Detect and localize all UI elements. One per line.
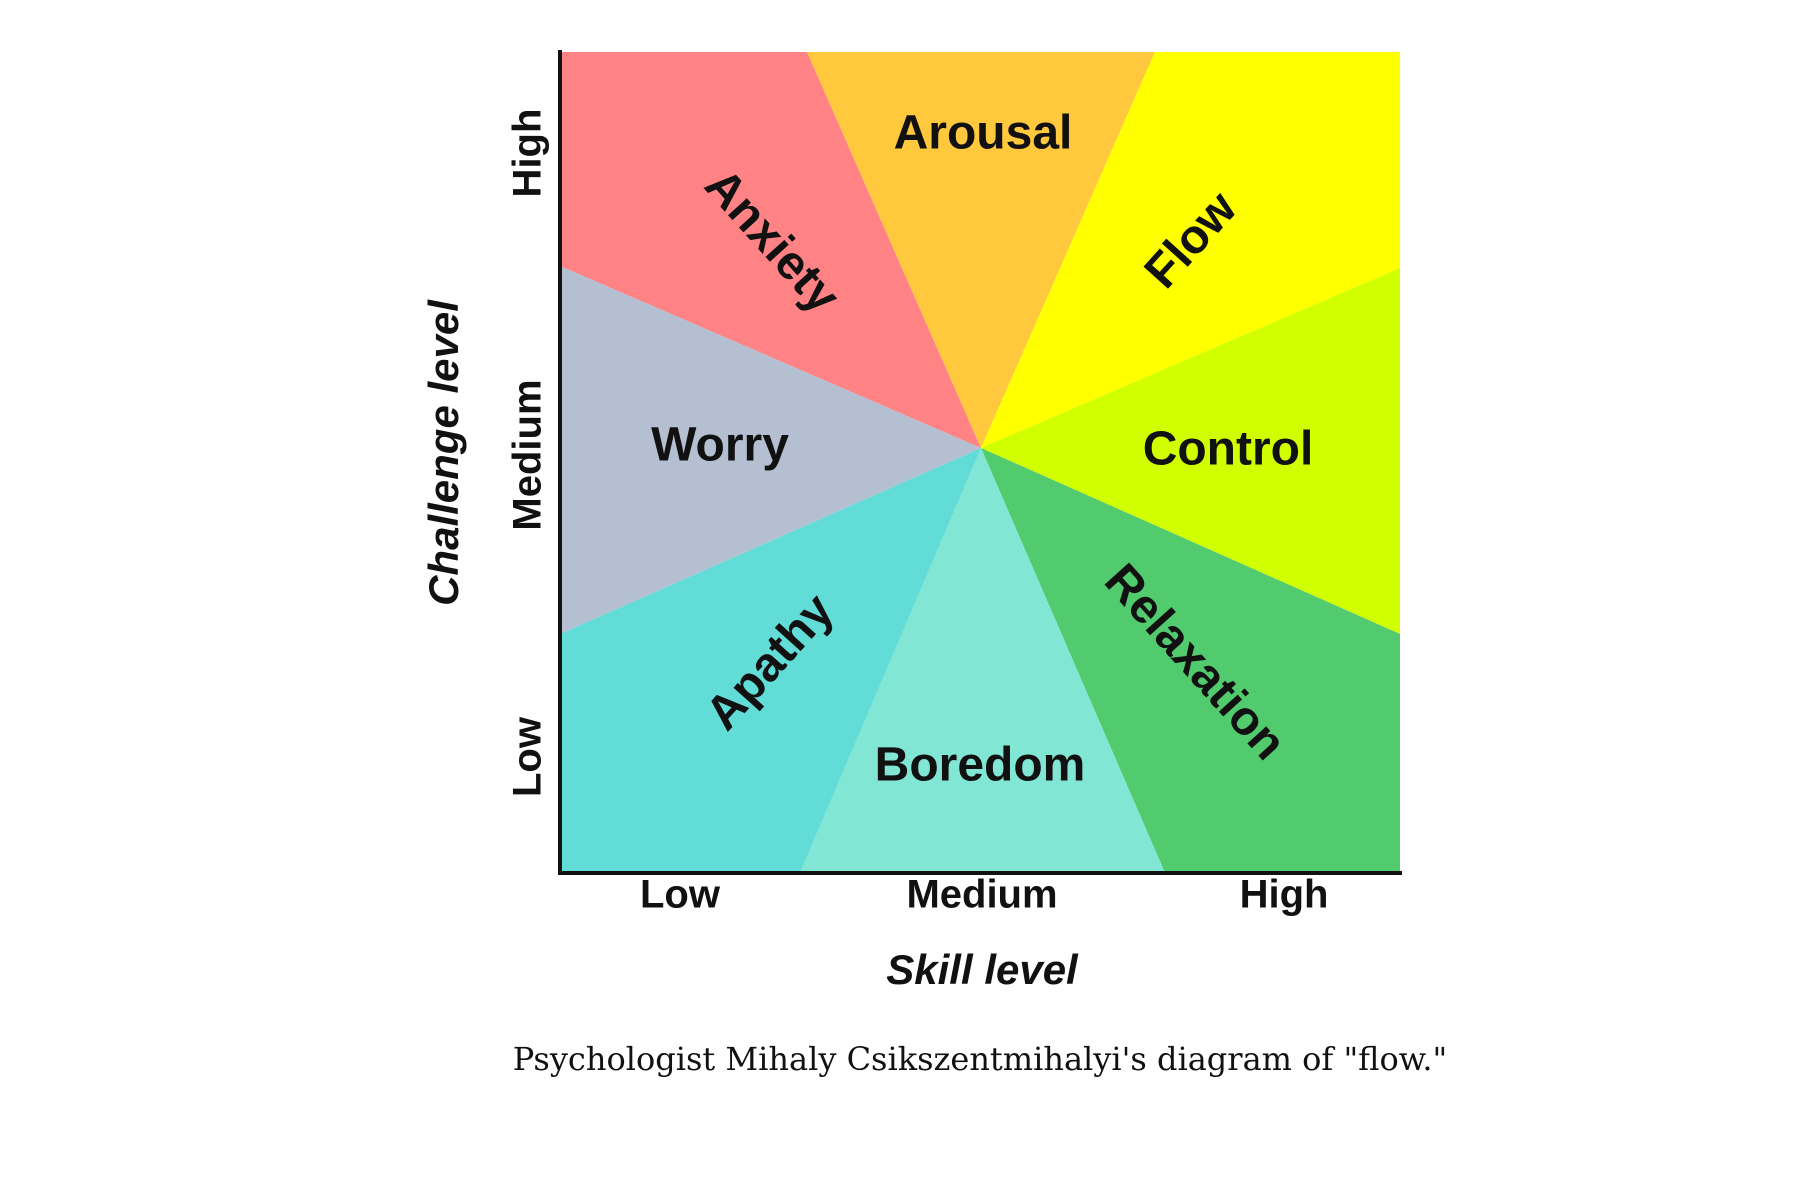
y-tick-high: High (506, 109, 550, 198)
zone-arousal-wedge (807, 52, 1155, 448)
zone-flow-wedge (981, 52, 1400, 448)
zone-relaxation-wedge (981, 448, 1400, 873)
zone-label-worry: Worry (651, 419, 789, 472)
y-tick-low: Low (506, 716, 550, 797)
zone-boredom-wedge (800, 448, 1165, 873)
y-axis-title: Challenge level (420, 299, 467, 606)
zone-label-control: Control (1143, 423, 1314, 476)
zone-worry-wedge (560, 266, 981, 634)
zone-apathy-wedge (560, 448, 981, 873)
zone-control-wedge (981, 268, 1400, 634)
x-tick-high: High (1240, 873, 1329, 917)
zone-label-boredom: Boredom (875, 739, 1086, 792)
x-tick-medium: Medium (906, 873, 1057, 917)
y-tick-medium: Medium (506, 379, 550, 530)
x-tick-low: Low (640, 873, 721, 917)
zone-wedges (560, 52, 1400, 873)
zone-anxiety-wedge (560, 52, 981, 448)
zone-label-arousal: Arousal (894, 107, 1073, 160)
figure-caption: Psychologist Mihaly Csikszentmihalyi's d… (512, 1040, 1448, 1078)
x-axis-title: Skill level (886, 946, 1079, 993)
